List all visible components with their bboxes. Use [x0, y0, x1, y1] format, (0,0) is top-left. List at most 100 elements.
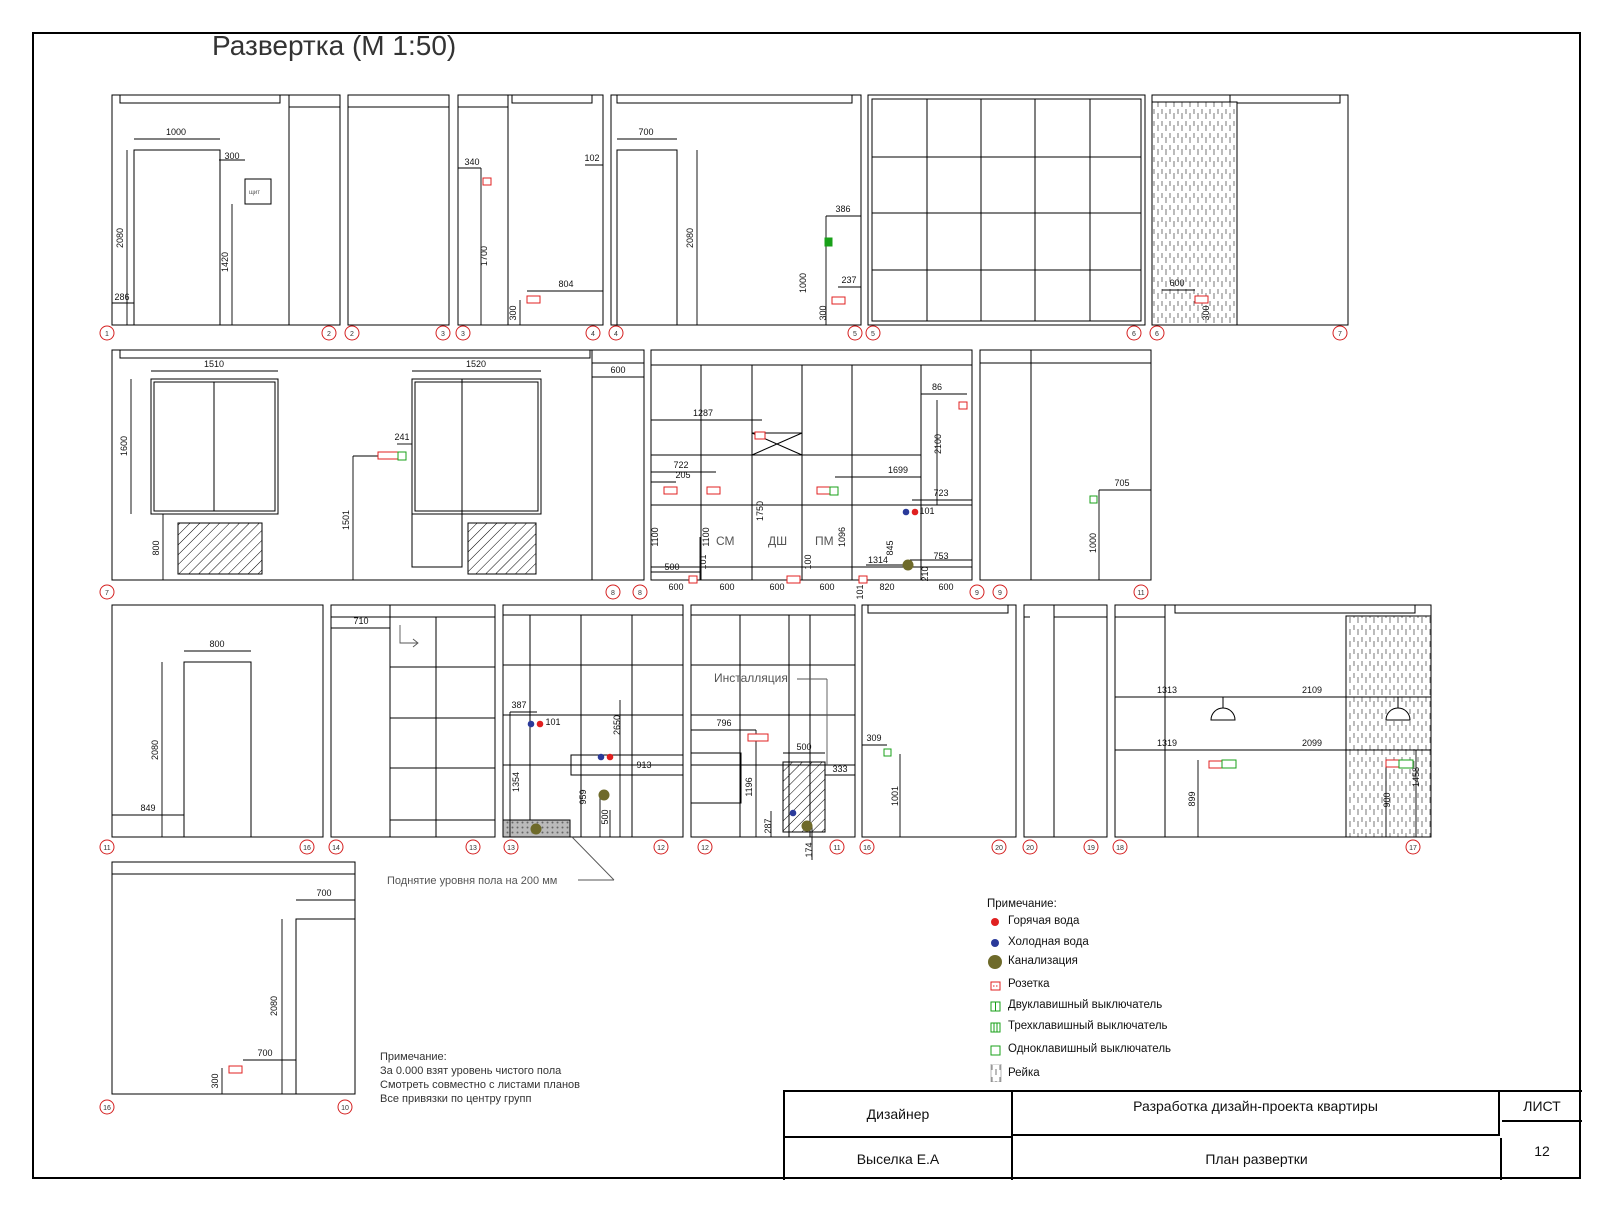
dimension-value: 2080 — [150, 740, 160, 760]
legend: Примечание: Горячая вода Холодная вода К… — [987, 898, 1172, 1088]
water-points — [527, 508, 919, 817]
sheet-label: ЛИСТ — [1502, 1092, 1582, 1122]
dimension-value: 800 — [151, 540, 161, 555]
designer-label: Дизайнер — [785, 1092, 1013, 1138]
legend-item: Трехклавишный выключатель — [990, 1020, 1171, 1043]
slat-panel-left — [1151, 101, 1238, 326]
page-title: Развертка (М 1:50) — [212, 30, 457, 61]
dimension-value: 1100 — [701, 527, 711, 546]
wall-marker-label: 6 — [1132, 331, 1136, 338]
dimension-value: 300 — [224, 151, 239, 161]
wall-marker: 8 — [632, 584, 648, 600]
dimension-value: 2080 — [685, 228, 695, 248]
radiator-right — [467, 522, 537, 575]
wall-marker-circle — [608, 325, 624, 341]
wall-marker-circle — [99, 325, 115, 341]
wall-12-11 — [690, 604, 856, 838]
bottom-note-line: Все привязки по центру групп — [380, 1093, 532, 1105]
dimension-value: 1520 — [466, 359, 486, 369]
lamp-symbols — [1210, 697, 1411, 721]
dimension-value: 287 — [763, 818, 773, 833]
dimension-value: 101 — [545, 717, 560, 727]
bottom-note: Примечание: За 0.000 взят уровень чистог… — [380, 1050, 580, 1106]
dimension-value: 1096 — [837, 527, 847, 547]
wall-7-8 — [111, 349, 645, 581]
sewer-points — [530, 559, 914, 835]
legend-item: Рейка — [990, 1064, 1171, 1088]
switch-symbols — [397, 237, 1414, 769]
cold-water-icon — [991, 939, 999, 947]
dimension-value: 899 — [1187, 791, 1197, 806]
wall-8-9 — [650, 349, 973, 581]
socket-symbols — [228, 177, 1400, 1074]
dimension-value: 86 — [932, 382, 942, 392]
wall-marker: 13 — [465, 839, 481, 855]
dimension-value: 800 — [209, 639, 224, 649]
wall-marker-label: 19 — [1087, 845, 1095, 852]
wall-marker: 16 — [99, 1099, 115, 1115]
dimension-value: 101 — [855, 584, 865, 599]
dimension-value: 600 — [769, 582, 784, 592]
wall-marker: 10 — [337, 1099, 353, 1115]
bottom-note-line: Смотреть совместно с листами планов — [380, 1079, 580, 1091]
wall-marker: 16 — [859, 839, 875, 855]
two-key-switch-icon — [990, 1001, 1001, 1012]
wall-marker-circle — [299, 839, 315, 855]
wall-marker: 13 — [503, 839, 519, 855]
wall-marker-circle — [653, 839, 669, 855]
dimension-value: 722 — [673, 460, 688, 470]
wall-marker-label: 7 — [105, 590, 109, 597]
wall-1-2 — [111, 94, 341, 326]
radiator-left — [177, 522, 263, 575]
panel-box — [244, 178, 272, 205]
sheet-frame — [32, 32, 1581, 1179]
wall-marker: 5 — [865, 325, 881, 341]
dimension-value: 600 — [819, 582, 834, 592]
wall-marker: 2 — [344, 325, 360, 341]
dimension-value: 600 — [719, 582, 734, 592]
wall-marker-label: 12 — [701, 845, 709, 852]
dimension-value: 2100 — [933, 434, 943, 454]
hot-water-icon — [991, 918, 999, 926]
dimension-value: 1000 — [798, 273, 808, 293]
dimension-value: 1700 — [479, 246, 489, 266]
designer-name: Выселка Е.А — [785, 1138, 1013, 1180]
dimension-value: 102 — [584, 153, 599, 163]
dimension-value: 959 — [578, 789, 588, 804]
dimension-value: 2080 — [115, 228, 125, 248]
dimension-value: 1501 — [341, 510, 351, 530]
dimension-value: 849 — [140, 803, 155, 813]
wall-5-6 — [867, 94, 1146, 326]
dimension-value: 1100 — [650, 527, 660, 546]
dimension-value: 333 — [832, 764, 847, 774]
label-dsh: ДШ — [768, 534, 787, 548]
wall-marker: 16 — [299, 839, 315, 855]
dimension-value: 900 — [1382, 792, 1392, 807]
wall-marker-label: 4 — [591, 331, 595, 338]
socket-icon — [990, 981, 1001, 991]
legend-label: Одноклавишный выключатель — [1008, 1043, 1172, 1055]
wall-16-20 — [861, 604, 1017, 838]
wall-marker-circle — [337, 1099, 353, 1115]
wall-marker: 6 — [1126, 325, 1142, 341]
wall-marker-label: 20 — [995, 845, 1003, 852]
wall-marker-label: 13 — [507, 845, 515, 852]
wall-marker: 14 — [328, 839, 344, 855]
wall-marker: 11 — [829, 839, 845, 855]
wall-marker-circle — [1133, 584, 1149, 600]
dimension-value: 705 — [1114, 478, 1129, 488]
dimension-value: 300 — [210, 1073, 220, 1088]
dimension-value: 210 — [920, 566, 930, 581]
wall-marker-circle — [1022, 839, 1038, 855]
dimension-value: 101 — [919, 506, 934, 516]
wall-marker: 6 — [1149, 325, 1165, 341]
leader-lines — [399, 625, 828, 881]
wall-marker: 18 — [1112, 839, 1128, 855]
wall-3-4 — [457, 94, 604, 326]
label-panel: щит — [249, 190, 260, 196]
wall-marker: 8 — [605, 584, 621, 600]
wall-marker-label: 2 — [327, 331, 331, 338]
wall-marker-label: 16 — [103, 1105, 111, 1112]
legend-label: Рейка — [1008, 1067, 1040, 1079]
